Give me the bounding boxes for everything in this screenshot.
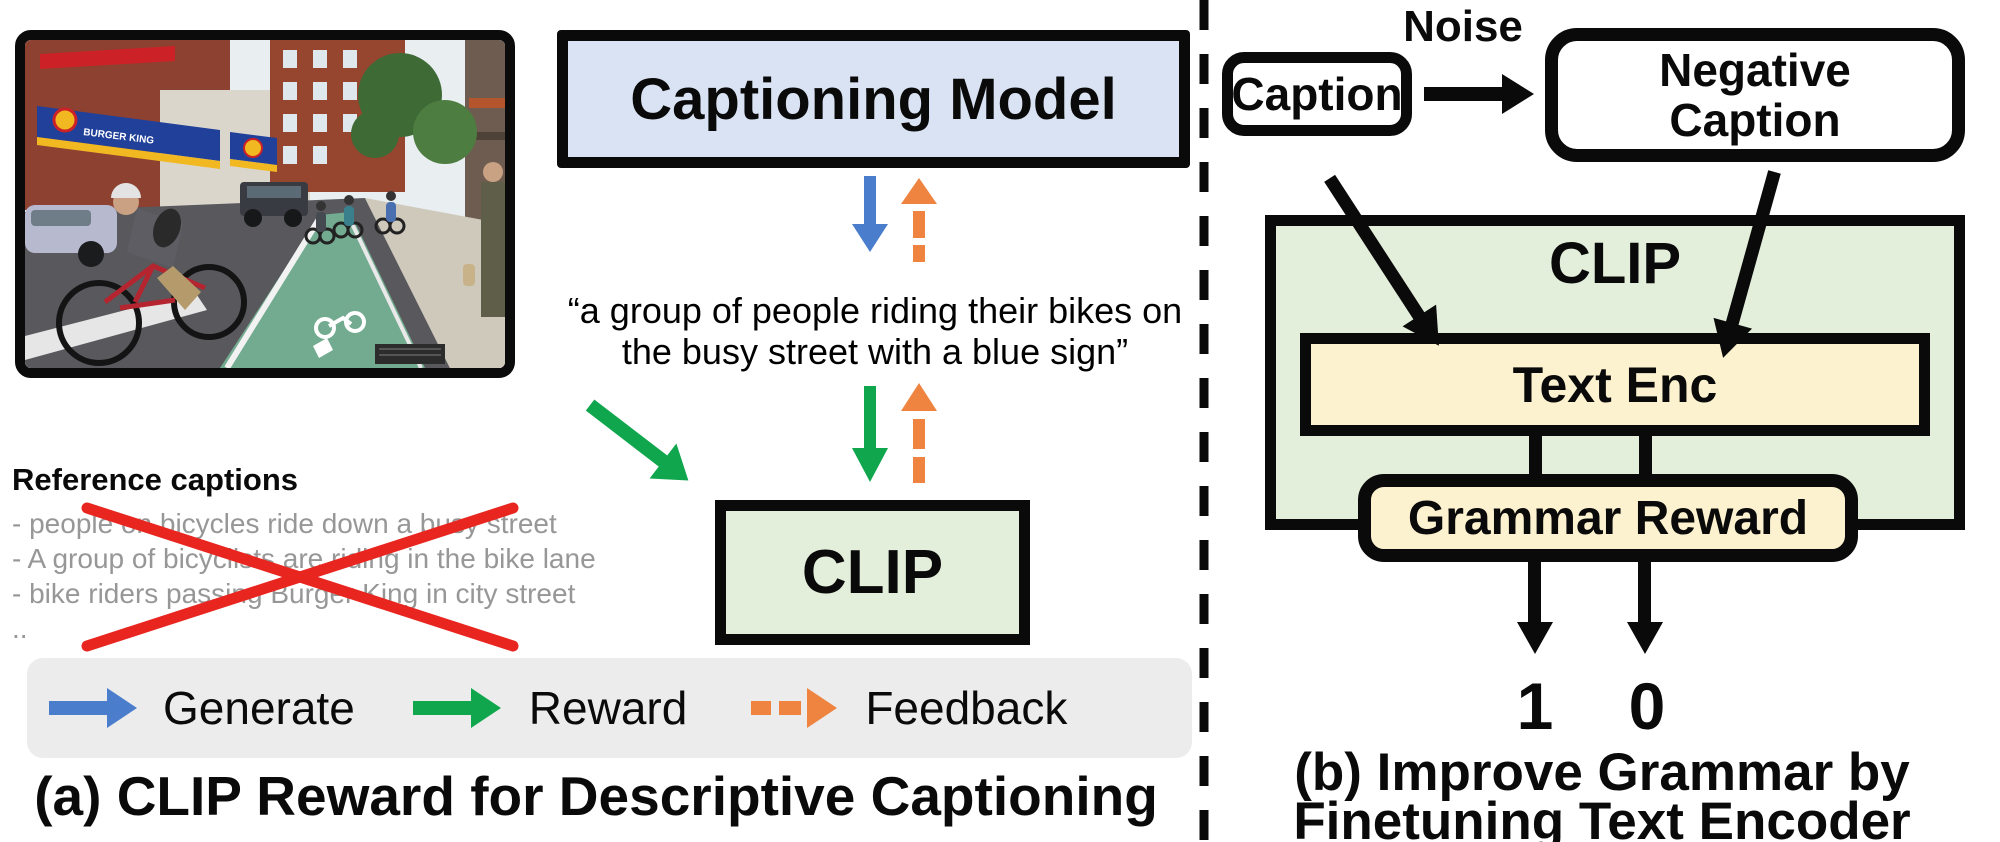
- street-photo-illustration: BURGER KING: [25, 40, 505, 368]
- legend: Generate Reward Feedback: [27, 658, 1192, 758]
- crossout-x-icon: [81, 502, 519, 652]
- panel-b-caption-line2: Finetuning Text Encoder: [1293, 792, 1911, 842]
- clip-label: CLIP: [801, 538, 944, 607]
- captioning-model-label: Captioning Model: [630, 66, 1117, 132]
- caption-box-label: Caption: [1231, 68, 1403, 120]
- reference-caption-item: ..: [12, 613, 28, 644]
- noise-arrow-right-icon: [1424, 74, 1534, 114]
- legend-feedback-label: Feedback: [865, 682, 1068, 734]
- panel-divider: [1199, 0, 1209, 842]
- negative-caption-box-label: Negative Caption: [1659, 44, 1851, 146]
- connector-line: [1529, 436, 1542, 478]
- reward-arrow-diagonal-icon: [585, 399, 689, 481]
- panel-b-caption: (b) Improve Grammar by Finetuning Text E…: [1212, 743, 1992, 842]
- generated-caption-line1: “a group of people riding their bikes on: [567, 290, 1183, 331]
- output-value-positive: 1: [1516, 669, 1554, 743]
- reference-caption-item: - A group of bicyclists are riding in th…: [12, 543, 596, 574]
- generated-caption-line2: the busy street with a blue sign”: [621, 331, 1129, 372]
- reward-arrow-down-icon: [852, 386, 888, 482]
- negative-caption-input-arrow-icon: [1713, 170, 1781, 358]
- generate-arrow-down-icon: [852, 176, 888, 252]
- caption-input-arrow-icon: [1324, 174, 1439, 346]
- street-photo: BURGER KING: [15, 30, 515, 378]
- clip-box: CLIP: [715, 500, 1030, 645]
- legend-generate-label: Generate: [163, 682, 355, 734]
- output-arrow-down-icon: [1627, 562, 1663, 654]
- panel-b-caption-line1: (b) Improve Grammar by: [1294, 743, 1910, 802]
- feedback-arrow-up-icon: [901, 383, 937, 483]
- captioning-model-box: Captioning Model: [557, 30, 1190, 168]
- generate-arrow-icon: [49, 688, 137, 728]
- output-value-negative: 0: [1628, 669, 1666, 743]
- grammar-reward-label: Grammar Reward: [1407, 491, 1809, 545]
- connector-line: [1639, 436, 1652, 478]
- generated-caption-text: “a group of people riding their bikes on…: [545, 290, 1205, 372]
- reference-captions-heading: Reference captions: [12, 462, 298, 497]
- caption-box: Caption: [1222, 52, 1412, 136]
- reward-arrow-icon: [412, 688, 501, 728]
- panel-a-caption: (a) CLIP Reward for Descriptive Captioni…: [34, 765, 1158, 827]
- text-encoder-label: Text Enc: [1512, 356, 1718, 413]
- noise-label: Noise: [1403, 2, 1523, 51]
- negative-caption-box: Negative Caption: [1545, 28, 1965, 162]
- output-arrow-down-icon: [1517, 562, 1553, 654]
- feedback-arrow-icon: [751, 688, 838, 728]
- legend-reward-label: Reward: [528, 682, 688, 734]
- feedback-arrow-up-icon: [901, 178, 937, 262]
- clip-label: CLIP: [1548, 231, 1682, 296]
- grammar-reward-box: Grammar Reward: [1358, 474, 1858, 562]
- text-encoder-box: Text Enc: [1300, 333, 1930, 436]
